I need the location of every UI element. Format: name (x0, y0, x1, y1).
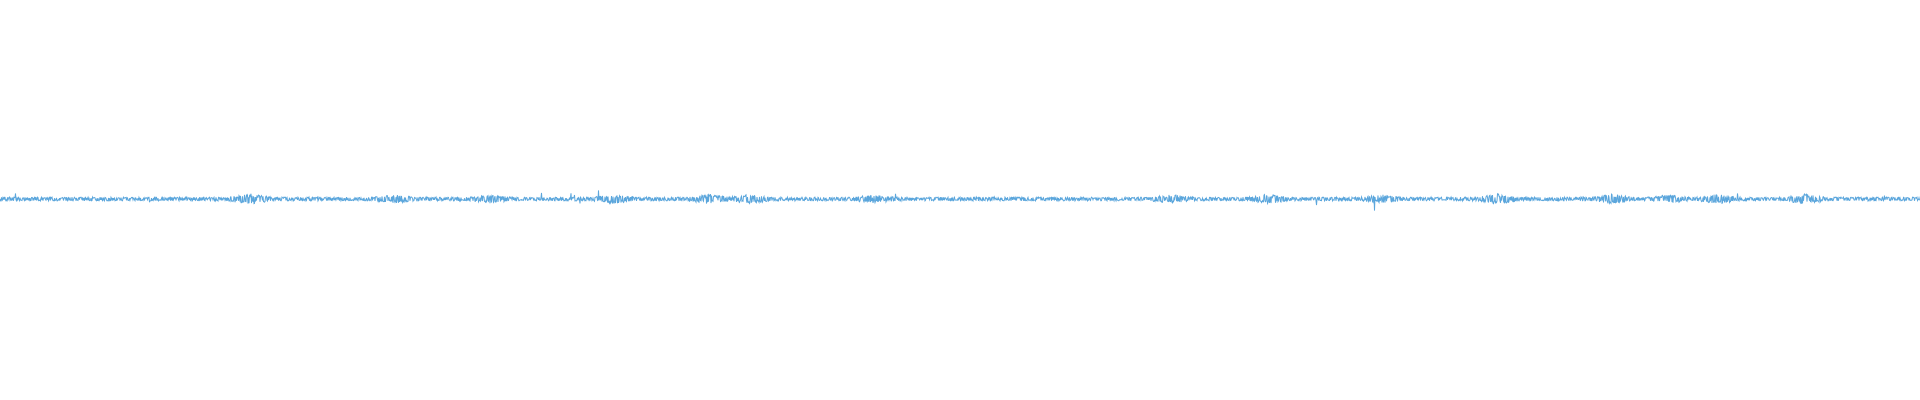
waveform-trace (0, 190, 1920, 211)
